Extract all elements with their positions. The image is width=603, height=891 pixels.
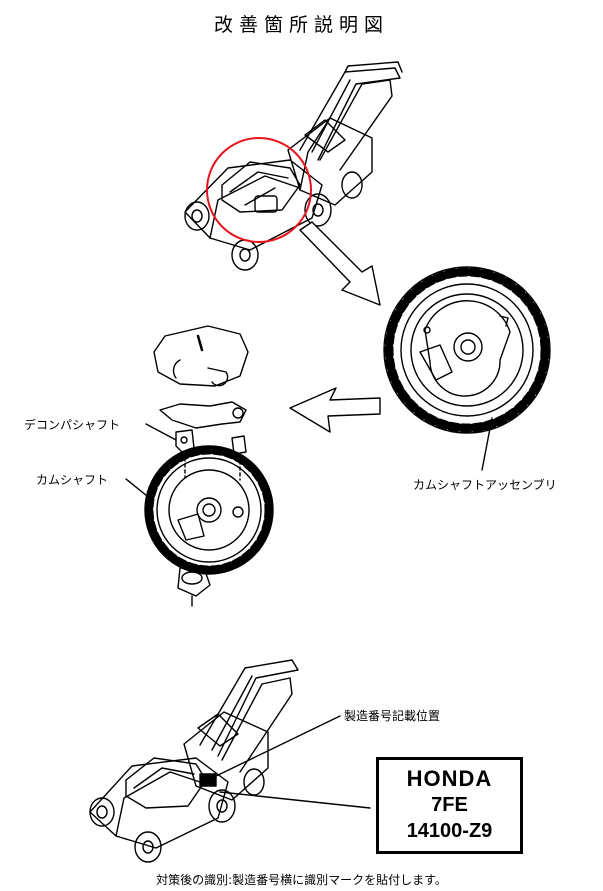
identification-mark-plate: HONDA 7FE 14100-Z9	[376, 757, 523, 854]
label-camshaft: カムシャフト	[36, 473, 109, 487]
leader-serial-position	[211, 715, 341, 779]
label-camshaft-assembly: カムシャフトアッセンブリ	[413, 478, 557, 492]
label-serial-number-position: 製造番号記載位置	[344, 709, 441, 723]
leader-decompression	[145, 423, 177, 441]
leader-assembly	[481, 417, 493, 471]
footnote: 対策後の識別:製造番号横に識別マークを貼付します。	[156, 873, 447, 887]
plate-serial: 14100-Z9	[406, 820, 493, 842]
camshaft-assembly-illustration	[383, 266, 551, 434]
lawn-mower-bottom-illustration	[89, 659, 299, 863]
plate-brand: HONDA	[406, 766, 493, 791]
exploded-view-illustration	[144, 325, 274, 607]
arrow-to-exploded	[289, 387, 381, 433]
label-decompression-shaft: デコンパシャフト	[24, 418, 121, 432]
highlight-circle	[206, 137, 312, 243]
lawn-mower-top-illustration	[184, 61, 403, 271]
leader-camshaft	[125, 478, 153, 501]
plate-model: 7FE	[431, 794, 468, 816]
arrow-to-assembly	[299, 221, 381, 306]
leader-id-mark	[219, 791, 371, 809]
diagram-title: 改善箇所説明図	[213, 14, 389, 36]
